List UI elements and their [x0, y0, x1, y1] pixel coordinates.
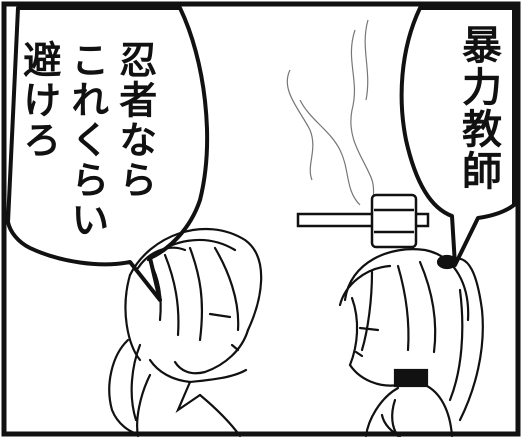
steam-lines — [286, 19, 379, 206]
right-speech-bubble — [399, 6, 516, 267]
right-character — [338, 248, 484, 438]
left-bubble-line-3: 避けろ — [16, 40, 61, 160]
hammer-icon — [296, 193, 430, 249]
right-bubble-text: 暴力教師 — [455, 24, 501, 192]
left-bubble-line-2: これくらい — [64, 40, 109, 240]
left-character — [108, 227, 263, 438]
left-bubble-line-1: 忍者なら — [112, 40, 157, 200]
